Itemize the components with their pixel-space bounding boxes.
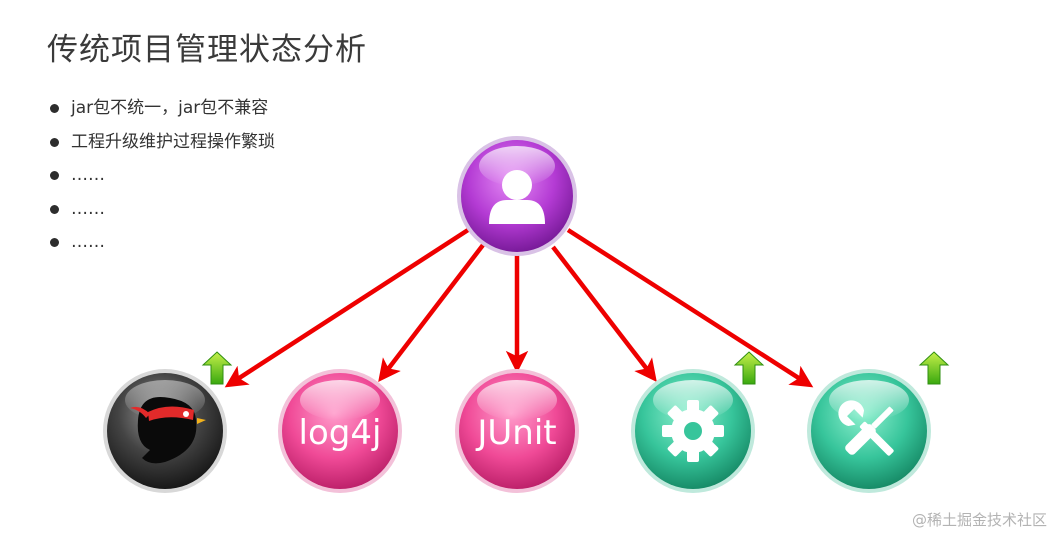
junit-node: JUnit (455, 369, 579, 493)
bullet-item: …… (48, 162, 275, 196)
gear-node (631, 369, 755, 493)
arrow-to-tools (566, 228, 814, 388)
tools-node (807, 369, 931, 493)
log4j-label: log4j (299, 413, 382, 453)
bullet-item: …… (48, 196, 275, 230)
maven-node (103, 369, 227, 493)
ninja-bird-logo-icon (130, 396, 206, 464)
page-title: 传统项目管理状态分析 (47, 32, 367, 68)
watermark: @稀土掘金技术社区 (911, 511, 1047, 529)
green-up-arrow-icon (201, 351, 233, 385)
bullet-item: jar包不统一，jar包不兼容 (48, 95, 275, 129)
junit-label: JUnit (475, 413, 556, 453)
center-node (457, 136, 577, 256)
bullet-item: 工程升级维护过程操作繁琐 (48, 129, 275, 163)
arrow-to-log4j (378, 243, 485, 383)
green-up-arrow-icon (918, 351, 950, 385)
log4j-node: log4j (278, 369, 402, 493)
user-icon (489, 170, 545, 224)
arrows (224, 228, 814, 388)
arrow-to-gear (551, 245, 657, 382)
bullet-list: jar包不统一，jar包不兼容 工程升级维护过程操作繁琐 …… …… …… (48, 95, 275, 263)
wrench-screwdriver-icon (838, 400, 894, 456)
green-up-arrow-icon (733, 351, 765, 385)
gear-icon (662, 400, 724, 462)
bullet-item: …… (48, 229, 275, 263)
arrow-to-maven (224, 228, 470, 388)
